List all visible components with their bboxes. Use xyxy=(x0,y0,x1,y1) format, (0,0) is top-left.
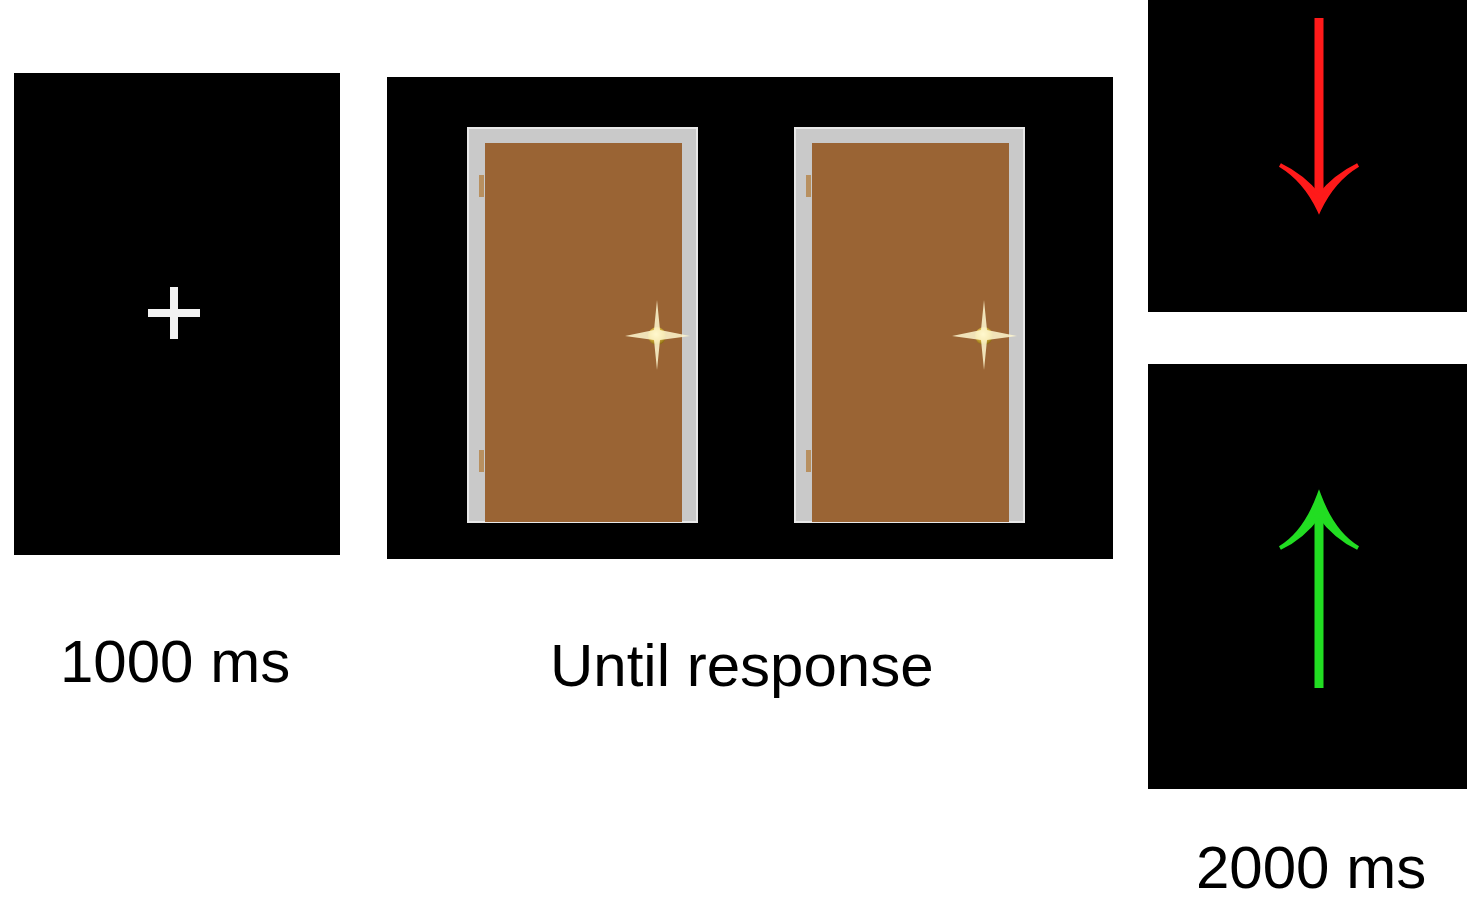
door-left xyxy=(468,128,697,522)
win-feedback-panel xyxy=(1148,364,1467,789)
door-right xyxy=(795,128,1024,522)
duration-label: 2000 ms xyxy=(1196,838,1426,898)
fixation-cross xyxy=(170,287,178,339)
fixation-panel xyxy=(14,73,340,555)
down-arrowhead xyxy=(1280,165,1358,210)
down-arrow xyxy=(1315,18,1324,200)
duration-label: 1000 ms xyxy=(60,632,290,692)
duration-label: Until response xyxy=(550,636,934,696)
doors-panel xyxy=(387,77,1113,559)
up-arrowhead xyxy=(1280,495,1358,548)
up-arrow xyxy=(1315,505,1324,688)
loss-feedback-panel xyxy=(1148,0,1467,312)
